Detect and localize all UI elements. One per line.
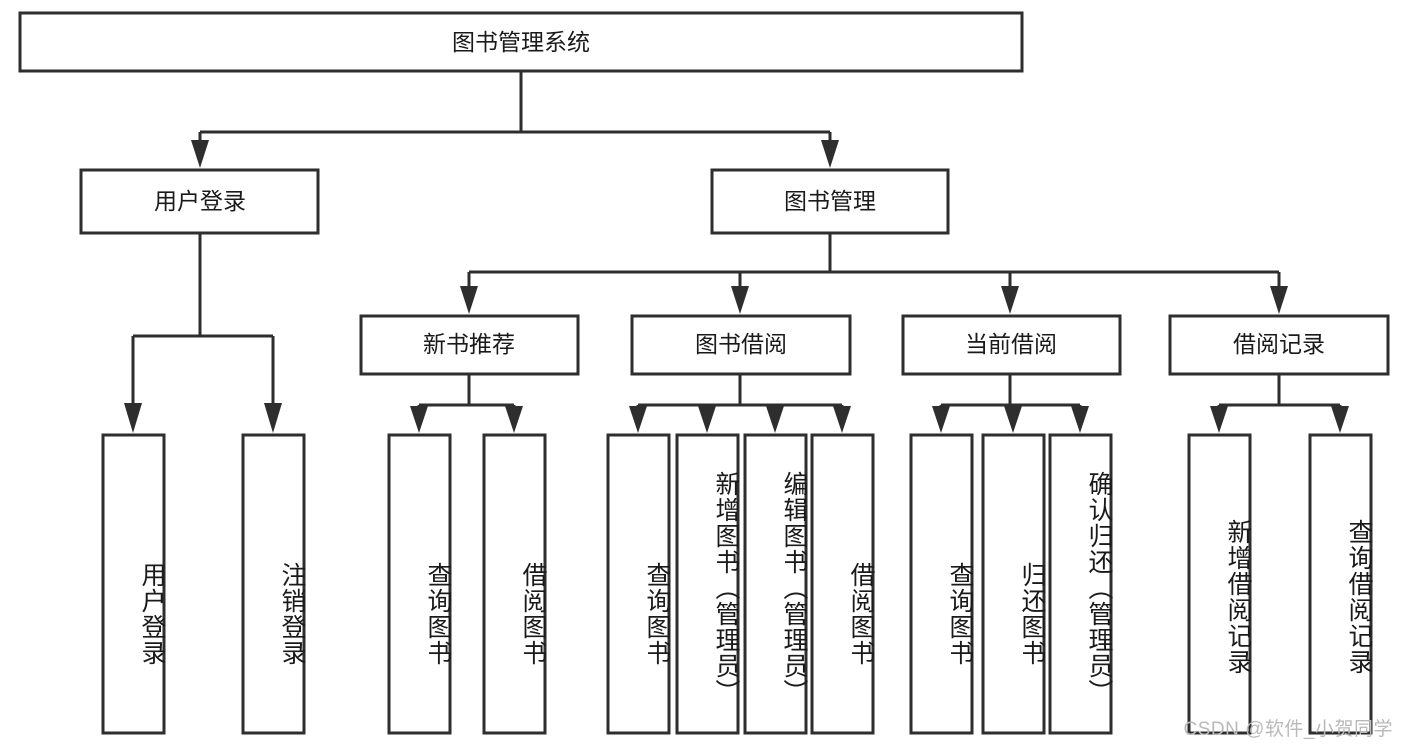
node-book-borrow-box[interactable] [630, 314, 852, 376]
connector-group-root [191, 71, 839, 168]
arrowhead-root-to-user-login [191, 140, 209, 168]
node-leaf-add-record-box[interactable] [1187, 433, 1252, 735]
arrowhead-user-login-leaf-2 [264, 403, 282, 433]
node-user-login-box[interactable] [79, 168, 320, 235]
arrowhead-current-leaf-1 [932, 406, 950, 433]
node-book-management[interactable]: 图书管理 [710, 168, 950, 235]
arrowhead-records-leaf-2 [1331, 406, 1349, 433]
node-root-system-label: 图书管理系统 [452, 29, 590, 55]
arrowhead-records-leaf-1 [1210, 406, 1228, 433]
connector-group-user-login [124, 233, 282, 433]
node-borrow-records-box[interactable] [1168, 314, 1390, 376]
node-borrow-records-label: 借阅记录 [1233, 331, 1325, 357]
node-root-system[interactable]: 图书管理系统 [18, 11, 1024, 73]
arrowhead-borrow-leaf-1 [629, 406, 647, 433]
node-leaf-user-login-box[interactable] [101, 433, 166, 735]
arrowhead-book-mgmt-to-current [1001, 286, 1019, 314]
node-borrow-records[interactable]: 借阅记录 [1168, 314, 1390, 376]
node-leaf-edit-book-box[interactable] [743, 433, 808, 735]
node-leaf-add-book-box[interactable] [675, 433, 740, 735]
arrowhead-borrow-leaf-4 [833, 406, 851, 433]
node-current-borrow-label: 当前借阅 [965, 331, 1057, 357]
arrowhead-current-leaf-2 [1004, 406, 1022, 433]
arrowhead-new-books-leaf-2 [505, 406, 523, 433]
node-new-book-recommend[interactable]: 新书推荐 [359, 314, 580, 376]
arrowhead-new-books-leaf-1 [410, 406, 428, 433]
node-root-system-box[interactable] [18, 11, 1024, 73]
connector-group-borrow [629, 374, 851, 433]
connector-group-current-borrow [932, 374, 1089, 433]
node-leaf-logout-box[interactable] [241, 433, 306, 735]
connector-group-book-mgmt [460, 233, 1288, 314]
node-book-management-box[interactable] [710, 168, 950, 235]
node-book-management-label: 图书管理 [784, 188, 876, 214]
node-leaf-query-book-2-box[interactable] [606, 433, 671, 735]
csdn-watermark: CSDN @软件_小贺同学 [1183, 719, 1393, 740]
node-current-borrow[interactable]: 当前借阅 [901, 314, 1122, 376]
node-new-book-recommend-label: 新书推荐 [423, 331, 515, 357]
arrowhead-borrow-leaf-3 [766, 406, 784, 433]
node-leaf-confirm-return-box[interactable] [1048, 433, 1113, 735]
arrowhead-book-mgmt-to-records [1270, 286, 1288, 314]
arrowhead-book-mgmt-to-borrow [731, 286, 749, 314]
node-leaf-return-book-box[interactable] [981, 433, 1046, 735]
node-user-login-label: 用户登录 [154, 188, 246, 214]
node-book-borrow-label: 图书借阅 [695, 331, 787, 357]
arrowhead-borrow-leaf-2 [698, 406, 716, 433]
arrowhead-user-login-leaf-1 [124, 403, 142, 433]
connector-group-new-books [410, 374, 523, 433]
node-leaf-borrow-book-2-box[interactable] [810, 433, 875, 735]
arrowhead-current-leaf-3 [1071, 406, 1089, 433]
node-leaf-query-record-box[interactable] [1308, 433, 1373, 735]
connector-group-records [1210, 374, 1349, 433]
node-new-book-recommend-box[interactable] [359, 314, 580, 376]
arrowhead-book-mgmt-to-new-books [460, 286, 478, 314]
node-user-login[interactable]: 用户登录 [79, 168, 320, 235]
node-book-borrow[interactable]: 图书借阅 [630, 314, 852, 376]
node-leaf-query-book-3-box[interactable] [909, 433, 974, 735]
node-leaf-borrow-book-1-box[interactable] [482, 433, 547, 735]
node-current-borrow-box[interactable] [901, 314, 1122, 376]
arrowhead-root-to-book-mgmt [821, 140, 839, 168]
node-leaf-query-book-1-box[interactable] [387, 433, 452, 735]
